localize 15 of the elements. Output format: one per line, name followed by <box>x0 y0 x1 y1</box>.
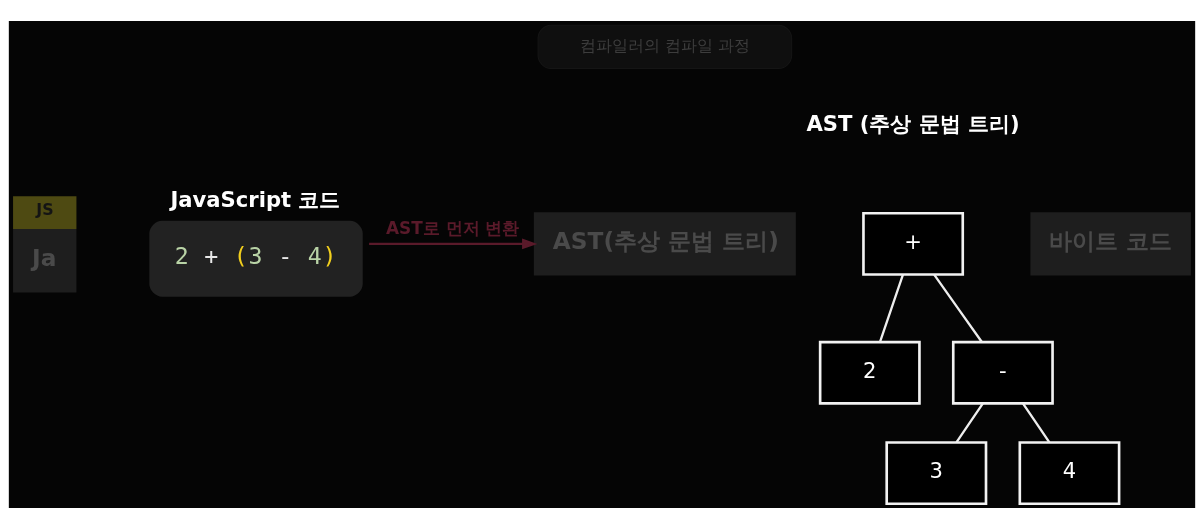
connector <box>878 274 905 343</box>
connector <box>1022 402 1051 444</box>
edge-label: AST로 먼저 변환 <box>385 218 520 239</box>
node-box: 3 <box>885 441 988 506</box>
node-box: 2 + (3 - 4) <box>149 220 363 297</box>
node-box: - <box>951 340 1054 405</box>
label: AST (추상 문법 트리) <box>806 110 1020 136</box>
node-label: JavaScript 코드 <box>170 186 341 212</box>
arrow <box>369 238 538 250</box>
connector <box>955 402 984 444</box>
node-box: 2 <box>818 340 921 405</box>
node-box: 4 <box>1018 441 1121 506</box>
node-box: + <box>862 211 965 276</box>
node-label: JS <box>36 200 54 220</box>
connector <box>933 274 983 343</box>
